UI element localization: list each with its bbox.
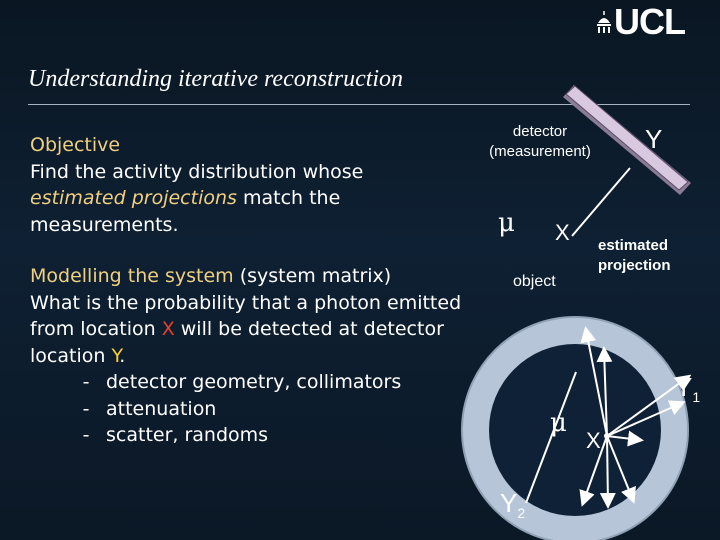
ray-line <box>525 371 577 504</box>
modelling-heading-b: (system matrix) <box>233 265 392 287</box>
y1-sub: 1 <box>692 389 701 406</box>
source-point-x-top: X <box>555 220 570 245</box>
detector-label-line-2: (measurement) <box>489 143 591 160</box>
question-y: Y <box>111 344 120 367</box>
detector-y2: Y2 <box>500 488 525 521</box>
objective-text-c: match the measurements. <box>30 187 341 236</box>
detector-bar <box>563 85 691 195</box>
modelling-block: Modelling the system (system matrix) Wha… <box>30 263 470 449</box>
slide-title: Understanding iterative reconstruction <box>28 66 404 92</box>
objective-emphasis: estimated projections <box>30 187 237 209</box>
detector-symbol-y: Y <box>645 124 663 154</box>
question-b: will be detected at detector location <box>30 318 444 367</box>
bullet-item: -detector geometry, collimators <box>30 369 470 396</box>
detector-label: detector (measurement) <box>480 122 600 162</box>
title-divider <box>28 104 690 105</box>
objective-heading: Objective <box>30 134 121 156</box>
y2-main: Y <box>500 488 518 518</box>
ray-arrow <box>596 346 613 437</box>
ray-arrow <box>606 435 636 504</box>
source-point-x-bottom: X <box>586 428 601 453</box>
objective-block: Objective Find the activity distribution… <box>30 132 460 238</box>
ray-arrow <box>599 435 616 509</box>
bullet-text: attenuation <box>106 397 217 420</box>
modelling-heading-a: Modelling the system <box>30 265 234 287</box>
detector-y1: Y1 <box>675 372 700 405</box>
estimated-line-1: estimated <box>598 237 669 254</box>
ray-arrow <box>606 374 692 437</box>
ray-arrow <box>606 400 686 437</box>
ray-arrow <box>606 430 644 447</box>
logo-text: UCL <box>614 1 686 42</box>
objective-text-a: Find the activity distribution whose <box>30 160 364 183</box>
question-a: What is the probability that a photon em… <box>30 291 462 341</box>
detector-label-line-1: detector <box>512 123 568 140</box>
object-label: object <box>513 273 556 290</box>
emission-point <box>604 433 610 439</box>
bullet-dash: - <box>82 371 90 393</box>
y2-sub: 2 <box>517 505 526 522</box>
ray-arrow <box>580 326 608 437</box>
question-x: X <box>161 318 175 340</box>
bullet-text: scatter, randoms <box>106 424 269 446</box>
y1-main: Y <box>675 372 693 402</box>
projection-line <box>571 167 631 237</box>
estimated-line-2: projection <box>598 257 671 274</box>
objective-text: Find the activity distribution whose est… <box>30 159 460 239</box>
ucl-logo: UCL <box>596 1 686 42</box>
ring-detector <box>461 316 689 540</box>
portico-dome-icon <box>597 11 611 33</box>
bullet-dash: - <box>82 397 90 420</box>
modelling-heading: Modelling the system (system matrix) <box>30 263 470 290</box>
estimated-projection-label: estimated projection <box>598 236 671 276</box>
modelling-question: What is the probability that a photon em… <box>30 290 470 370</box>
bullet-text: detector geometry, collimators <box>106 371 402 393</box>
attenuation-mu-top: μ <box>498 208 515 238</box>
question-c: . <box>119 344 126 367</box>
ray-arrow <box>579 435 608 507</box>
bullet-dash: - <box>82 424 90 446</box>
bullet-item: -scatter, randoms <box>30 422 470 449</box>
bullet-item: -attenuation <box>30 396 470 423</box>
attenuation-mu-bottom: μ <box>550 408 567 438</box>
emission-rays <box>579 326 692 509</box>
